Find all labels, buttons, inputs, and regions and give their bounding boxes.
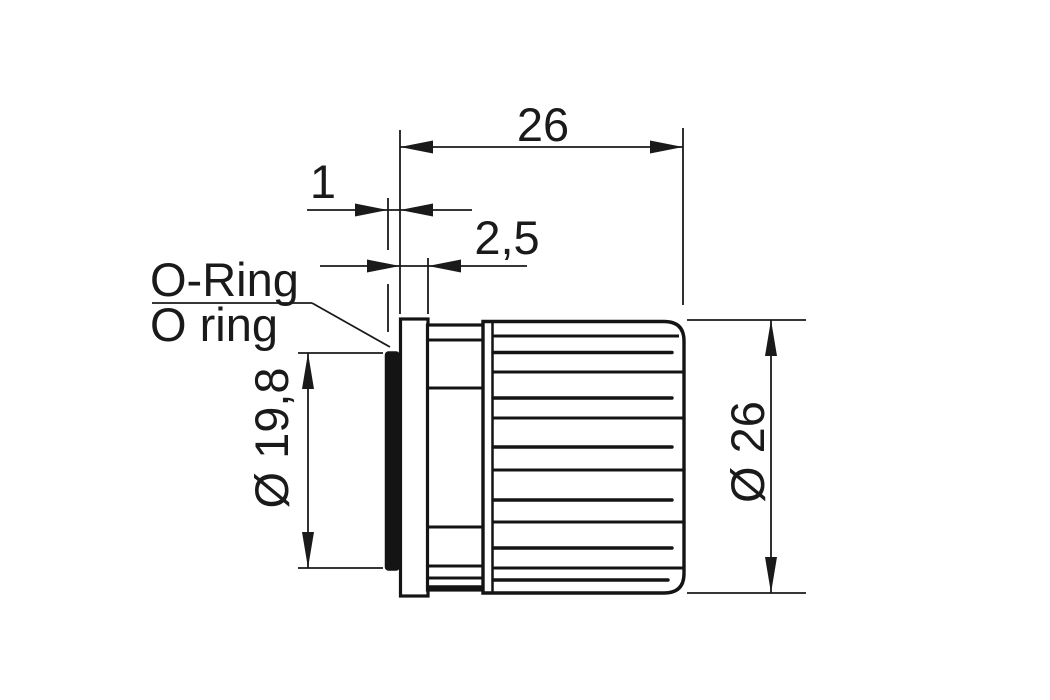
arrowhead-right (428, 259, 461, 273)
dimension-oring-diameter: Ø 19,8 (245, 352, 383, 569)
dimension-label-front-section: 2,5 (474, 211, 539, 264)
grip-outline (481, 319, 686, 595)
arrowhead-left (355, 203, 388, 217)
barrel-outline (425, 323, 487, 592)
arrowhead-left (400, 140, 433, 154)
knurled-grip (481, 319, 686, 595)
dimension-label-oring-diameter: Ø 19,8 (245, 367, 298, 508)
middle-barrel (425, 323, 487, 592)
arrowhead-right (400, 203, 433, 217)
arrowhead-up (302, 353, 314, 389)
arrowhead-down (765, 557, 777, 593)
arrowhead-right (650, 140, 683, 154)
dimension-label-outer-diameter: Ø 26 (721, 401, 774, 503)
front-flange (398, 317, 430, 598)
oring-label-en: O ring (150, 298, 278, 351)
oring-callout: O-Ring O ring (150, 253, 391, 351)
dimension-outer-diameter: Ø 26 (687, 319, 806, 594)
dimension-front-section: 2,5 (320, 211, 540, 314)
connector-part (384, 317, 686, 598)
oring-label-de: O-Ring (150, 253, 299, 306)
dimension-label-overall-length: 26 (517, 98, 569, 151)
dimension-label-oring-width: 1 (310, 155, 336, 208)
dimension-oring-width: 1 (307, 155, 472, 332)
leader-line (311, 302, 391, 348)
arrowhead-left (367, 259, 400, 273)
oring-cross-section (384, 351, 400, 571)
dimension-overall-length: 26 (399, 98, 684, 314)
arrowhead-down (302, 532, 314, 568)
arrowhead-up (765, 320, 777, 356)
